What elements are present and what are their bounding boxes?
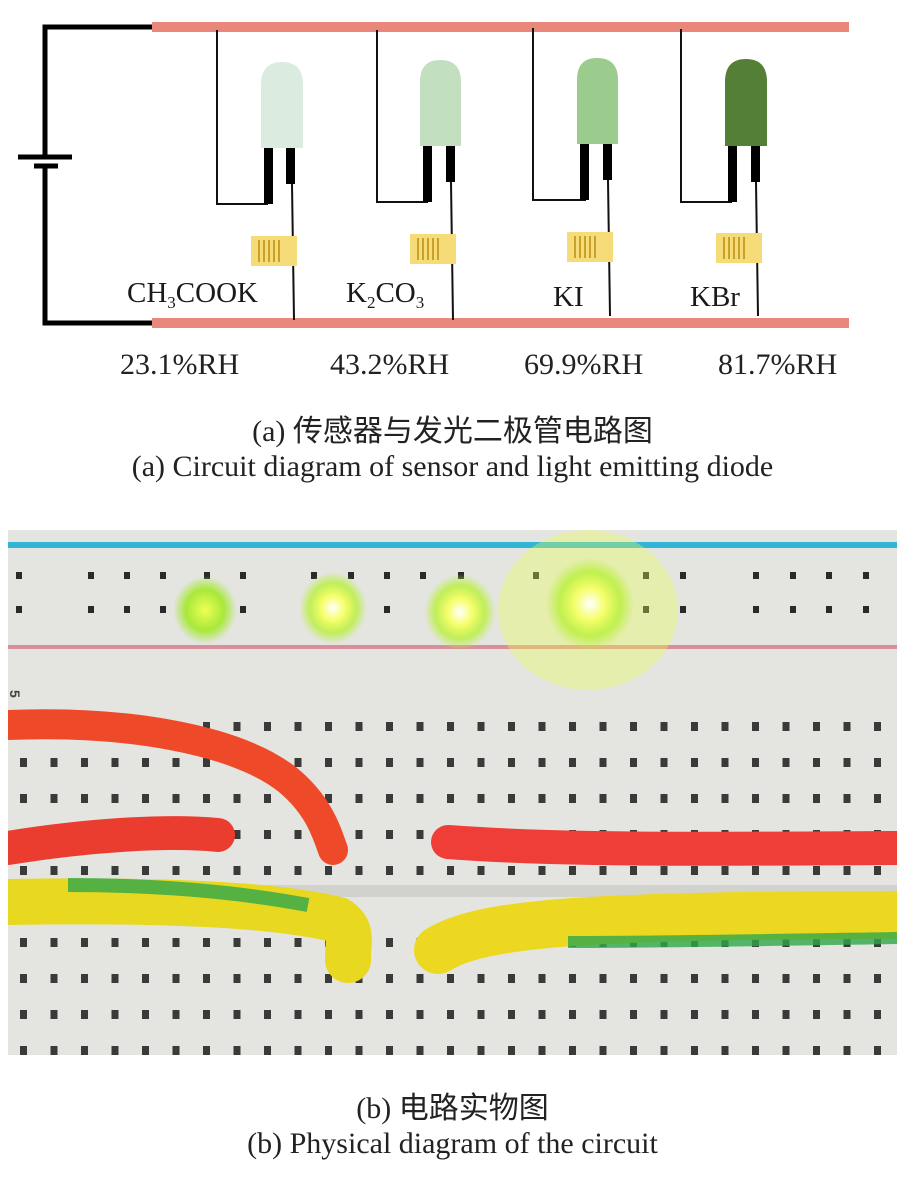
salt-label-kbr: KBr bbox=[690, 281, 740, 313]
glowing-led-3 bbox=[424, 574, 496, 650]
yellow-green-wire-left bbox=[8, 878, 372, 983]
blue-rail-line bbox=[8, 542, 897, 548]
yellow-green-wire-right bbox=[414, 891, 897, 974]
salt-label-ki: KI bbox=[553, 281, 584, 313]
caption-a-en: (a) Circuit diagram of sensor and light … bbox=[131, 450, 774, 483]
led-unit-3 bbox=[532, 28, 618, 317]
top-rail bbox=[152, 22, 849, 32]
humidity-label-1: 23.1%RH bbox=[120, 348, 240, 381]
breadboard-photo: 5 bbox=[8, 530, 897, 1055]
red-wire-right bbox=[431, 825, 897, 866]
salt-label-k2co3: K2CO3 bbox=[346, 277, 425, 312]
battery-icon bbox=[18, 24, 152, 326]
bottom-rail bbox=[152, 318, 849, 328]
led-unit-4 bbox=[680, 29, 767, 317]
led-unit-1 bbox=[216, 30, 303, 321]
circuit-diagram bbox=[18, 22, 849, 328]
glowing-led-1 bbox=[173, 576, 237, 644]
glowing-led-4 bbox=[546, 558, 634, 650]
humidity-label-3: 69.9%RH bbox=[524, 348, 644, 381]
humidity-label-4: 81.7%RH bbox=[718, 348, 838, 381]
salt-label-ch3cook: CH3COOK bbox=[127, 277, 258, 312]
led-3 bbox=[577, 58, 618, 144]
led-4 bbox=[725, 59, 767, 146]
led-2 bbox=[420, 60, 461, 146]
red-wire-upper bbox=[8, 709, 348, 865]
svg-text:5: 5 bbox=[8, 690, 23, 698]
caption-a-cn: (a) 传感器与发光二极管电路图 bbox=[252, 415, 653, 448]
led-1 bbox=[261, 62, 303, 148]
glowing-led-2 bbox=[299, 572, 367, 644]
caption-b-en: (b) Physical diagram of the circuit bbox=[247, 1127, 658, 1160]
led-unit-2 bbox=[376, 30, 461, 321]
caption-b-cn: (b) 电路实物图 bbox=[356, 1092, 549, 1125]
red-wire-left bbox=[8, 816, 235, 865]
humidity-label-2: 43.2%RH bbox=[330, 348, 450, 381]
